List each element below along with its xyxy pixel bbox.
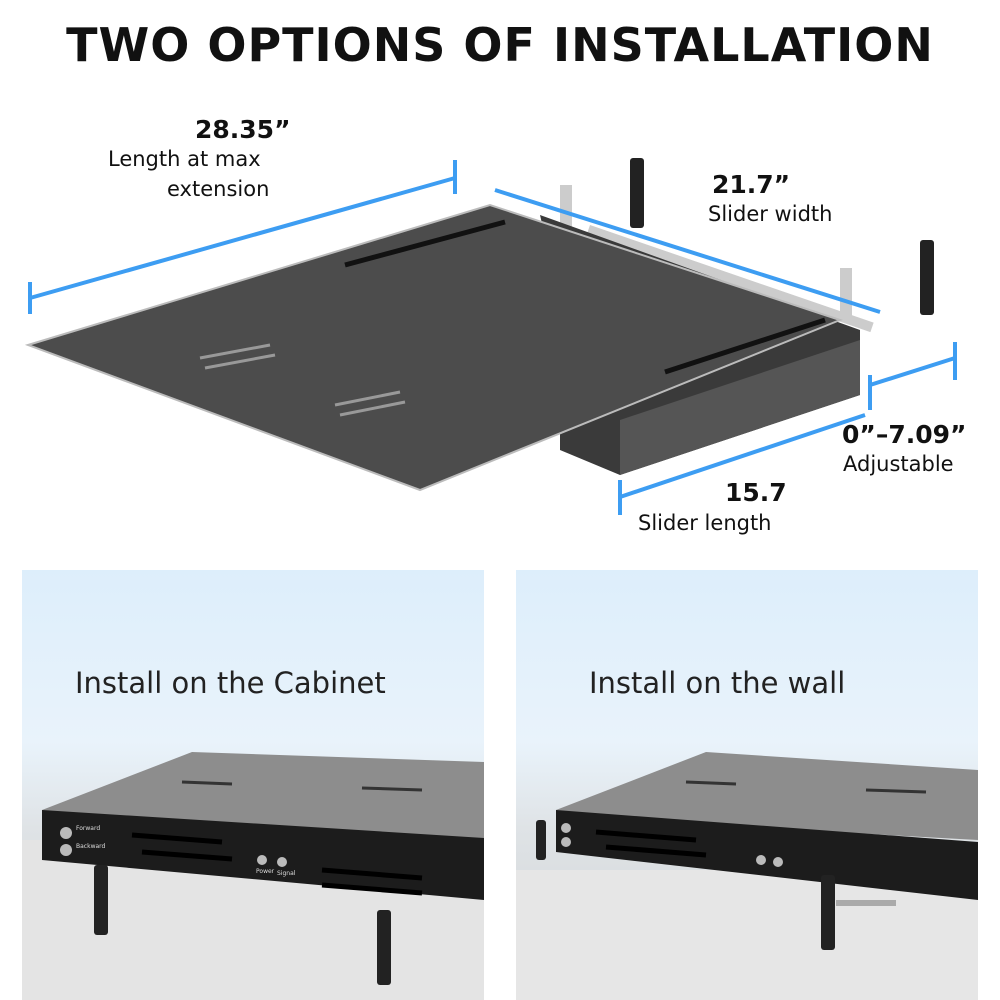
cabinet-install-panel: Install on the Cabinet Forward Backward … bbox=[22, 570, 484, 1000]
slider-length-label: Slider length bbox=[638, 511, 772, 535]
height-value: 0”–7.09” bbox=[842, 420, 967, 449]
wall-install-panel: Install on the wall bbox=[516, 570, 978, 1000]
height-label: Adjustable bbox=[843, 452, 954, 476]
width-value: 21.7” bbox=[712, 170, 791, 199]
backward-label: Backward bbox=[76, 843, 106, 850]
power-label: Power bbox=[256, 868, 275, 875]
length-label-1: Length at max bbox=[108, 147, 261, 171]
length-label-2: extension bbox=[167, 177, 270, 201]
panel-title: Install on the Cabinet bbox=[75, 666, 386, 700]
width-label: Slider width bbox=[708, 202, 833, 226]
product-diagram bbox=[24, 158, 957, 515]
length-value: 28.35” bbox=[195, 115, 291, 144]
signal-label: Signal bbox=[277, 870, 296, 877]
dimension-lines bbox=[28, 160, 957, 515]
wall-bracket bbox=[630, 158, 934, 315]
forward-label: Forward bbox=[76, 825, 101, 832]
page-title: TWO OPTIONS OF INSTALLATION bbox=[66, 18, 934, 72]
panel-title: Install on the wall bbox=[589, 666, 846, 700]
slider-length-value: 15.7 bbox=[725, 478, 787, 507]
shelf-top bbox=[24, 203, 843, 492]
